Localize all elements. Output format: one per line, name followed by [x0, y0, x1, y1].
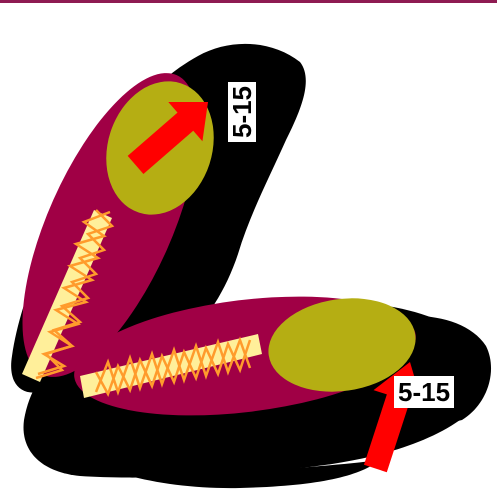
lower-label: 5-15	[394, 376, 454, 408]
upper-label-text: 5-15	[227, 86, 257, 138]
upper-label: 5-15	[227, 82, 257, 142]
lower-label-text: 5-15	[398, 377, 450, 407]
